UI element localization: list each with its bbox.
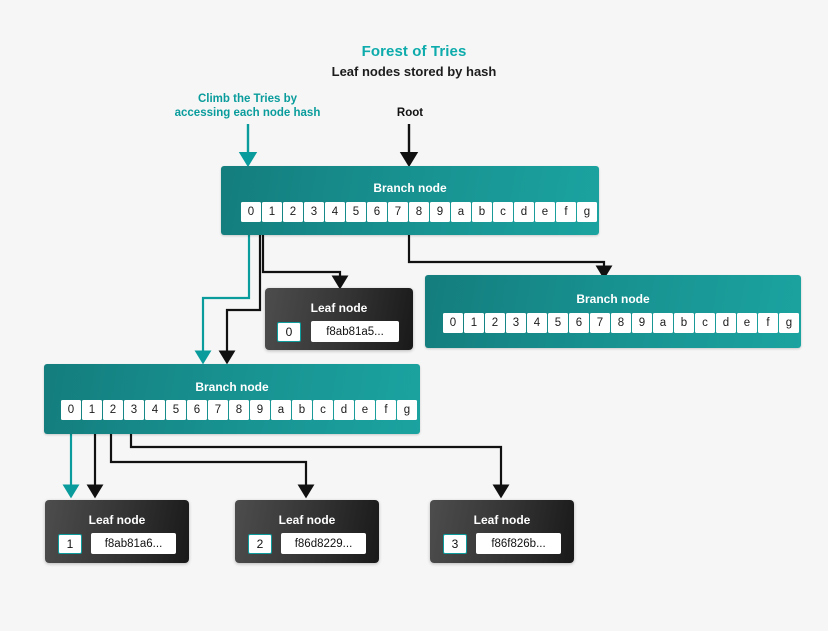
leaf-hash-box: f8ab81a5... (311, 321, 399, 342)
climb-annotation-line2: accessing each node hash (174, 107, 321, 119)
branch-cell-6[interactable]: 6 (569, 313, 589, 333)
branch-cell-g[interactable]: g (779, 313, 799, 333)
leaf-index-box: 0 (277, 321, 301, 342)
branch-cell-b[interactable]: b (292, 400, 312, 420)
branch-cell-a[interactable]: a (653, 313, 673, 333)
branch-cell-g[interactable]: g (577, 202, 597, 222)
branch-cell-d[interactable]: d (716, 313, 736, 333)
leaf-node-3[interactable]: Leaf node 3 f86f826b... (430, 500, 574, 563)
leaf-index-box: 1 (58, 533, 82, 554)
branch-cell-6[interactable]: 6 (367, 202, 387, 222)
branch-cell-0[interactable]: 0 (61, 400, 81, 420)
branch-cell-f[interactable]: f (758, 313, 778, 333)
branch-cell-b[interactable]: b (674, 313, 694, 333)
page-title: Forest of Tries (361, 43, 467, 60)
branch-cell-g[interactable]: g (397, 400, 417, 420)
lower-branch-node[interactable]: Branch node 0 1 2 3 4 5 6 7 8 9 a b c d … (44, 364, 420, 434)
climb-annotation: Climb the Tries by accessing each node h… (155, 92, 340, 120)
branch-cell-d[interactable]: d (334, 400, 354, 420)
climb-annotation-line1: Climb the Tries by (197, 93, 298, 105)
lower-branch-cells: 0 1 2 3 4 5 6 7 8 9 a b c d e f g (61, 400, 417, 420)
branch-cell-6[interactable]: 6 (187, 400, 207, 420)
right-branch-node[interactable]: Branch node 0 1 2 3 4 5 6 7 8 9 a b c d … (425, 275, 801, 348)
branch-cell-9[interactable]: 9 (250, 400, 270, 420)
leaf-index-box: 2 (248, 533, 272, 554)
leaf-node-title: Leaf node (473, 513, 531, 527)
root-annotation-label: Root (396, 107, 424, 119)
branch-cell-5[interactable]: 5 (166, 400, 186, 420)
branch-cell-e[interactable]: e (535, 202, 555, 222)
branch-cell-8[interactable]: 8 (229, 400, 249, 420)
wire-lower-3-to-leaf-3 (129, 433, 510, 499)
root-branch-cells: 0 1 2 3 4 5 6 7 8 9 a b c d e f g (241, 202, 597, 222)
branch-cell-e[interactable]: e (355, 400, 375, 420)
branch-cell-a[interactable]: a (271, 400, 291, 420)
branch-cell-0[interactable]: 0 (241, 202, 261, 222)
branch-cell-1[interactable]: 1 (464, 313, 484, 333)
branch-cell-5[interactable]: 5 (548, 313, 568, 333)
branch-cell-e[interactable]: e (737, 313, 757, 333)
branch-cell-7[interactable]: 7 (208, 400, 228, 420)
leaf-node-title: Leaf node (310, 301, 368, 315)
branch-cell-0[interactable]: 0 (443, 313, 463, 333)
branch-cell-4[interactable]: 4 (527, 313, 547, 333)
branch-cell-9[interactable]: 9 (632, 313, 652, 333)
wire-root-0-to-lower-branch (194, 232, 251, 365)
branch-cell-2[interactable]: 2 (103, 400, 123, 420)
wire-root-1-to-lower-branch (218, 232, 262, 365)
branch-cell-f[interactable]: f (376, 400, 396, 420)
branch-node-title: Branch node (373, 181, 447, 195)
leaf-node-title: Leaf node (278, 513, 336, 527)
branch-cell-a[interactable]: a (451, 202, 471, 222)
branch-cell-2[interactable]: 2 (485, 313, 505, 333)
branch-cell-2[interactable]: 2 (283, 202, 303, 222)
branch-cell-7[interactable]: 7 (590, 313, 610, 333)
branch-cell-c[interactable]: c (313, 400, 333, 420)
right-branch-cells: 0 1 2 3 4 5 6 7 8 9 a b c d e f g (443, 313, 799, 333)
branch-cell-3[interactable]: 3 (304, 202, 324, 222)
leaf-node-0[interactable]: Leaf node 0 f8ab81a5... (265, 288, 413, 350)
wire-root-to-leaf-0 (261, 232, 349, 290)
branch-node-title: Branch node (576, 292, 650, 306)
branch-cell-f[interactable]: f (556, 202, 576, 222)
leaf-node-1[interactable]: Leaf node 1 f8ab81a6... (45, 500, 189, 563)
branch-cell-8[interactable]: 8 (409, 202, 429, 222)
branch-cell-7[interactable]: 7 (388, 202, 408, 222)
branch-cell-1[interactable]: 1 (262, 202, 282, 222)
branch-cell-9[interactable]: 9 (430, 202, 450, 222)
root-branch-node[interactable]: Branch node 0 1 2 3 4 5 6 7 8 9 a b c d … (221, 166, 599, 235)
leaf-index-box: 3 (443, 533, 467, 554)
branch-cell-1[interactable]: 1 (82, 400, 102, 420)
leaf-node-title: Leaf node (88, 513, 146, 527)
branch-cell-d[interactable]: d (514, 202, 534, 222)
branch-cell-8[interactable]: 8 (611, 313, 631, 333)
branch-cell-c[interactable]: c (695, 313, 715, 333)
branch-cell-4[interactable]: 4 (325, 202, 345, 222)
root-annotation: Root (370, 106, 450, 120)
branch-cell-b[interactable]: b (472, 202, 492, 222)
branch-cell-c[interactable]: c (493, 202, 513, 222)
leaf-node-2[interactable]: Leaf node 2 f86d8229... (235, 500, 379, 563)
wire-lower-2-to-leaf-2 (109, 433, 315, 499)
leaf-hash-box: f8ab81a6... (91, 533, 176, 554)
wire-root-8-to-right-branch (407, 232, 613, 280)
branch-cell-3[interactable]: 3 (506, 313, 526, 333)
leaf-hash-box: f86d8229... (281, 533, 366, 554)
branch-cell-4[interactable]: 4 (145, 400, 165, 420)
branch-cell-3[interactable]: 3 (124, 400, 144, 420)
leaf-hash-box: f86f826b... (476, 533, 561, 554)
page-subtitle: Leaf nodes stored by hash (331, 64, 497, 79)
branch-cell-5[interactable]: 5 (346, 202, 366, 222)
branch-node-title: Branch node (195, 380, 269, 394)
